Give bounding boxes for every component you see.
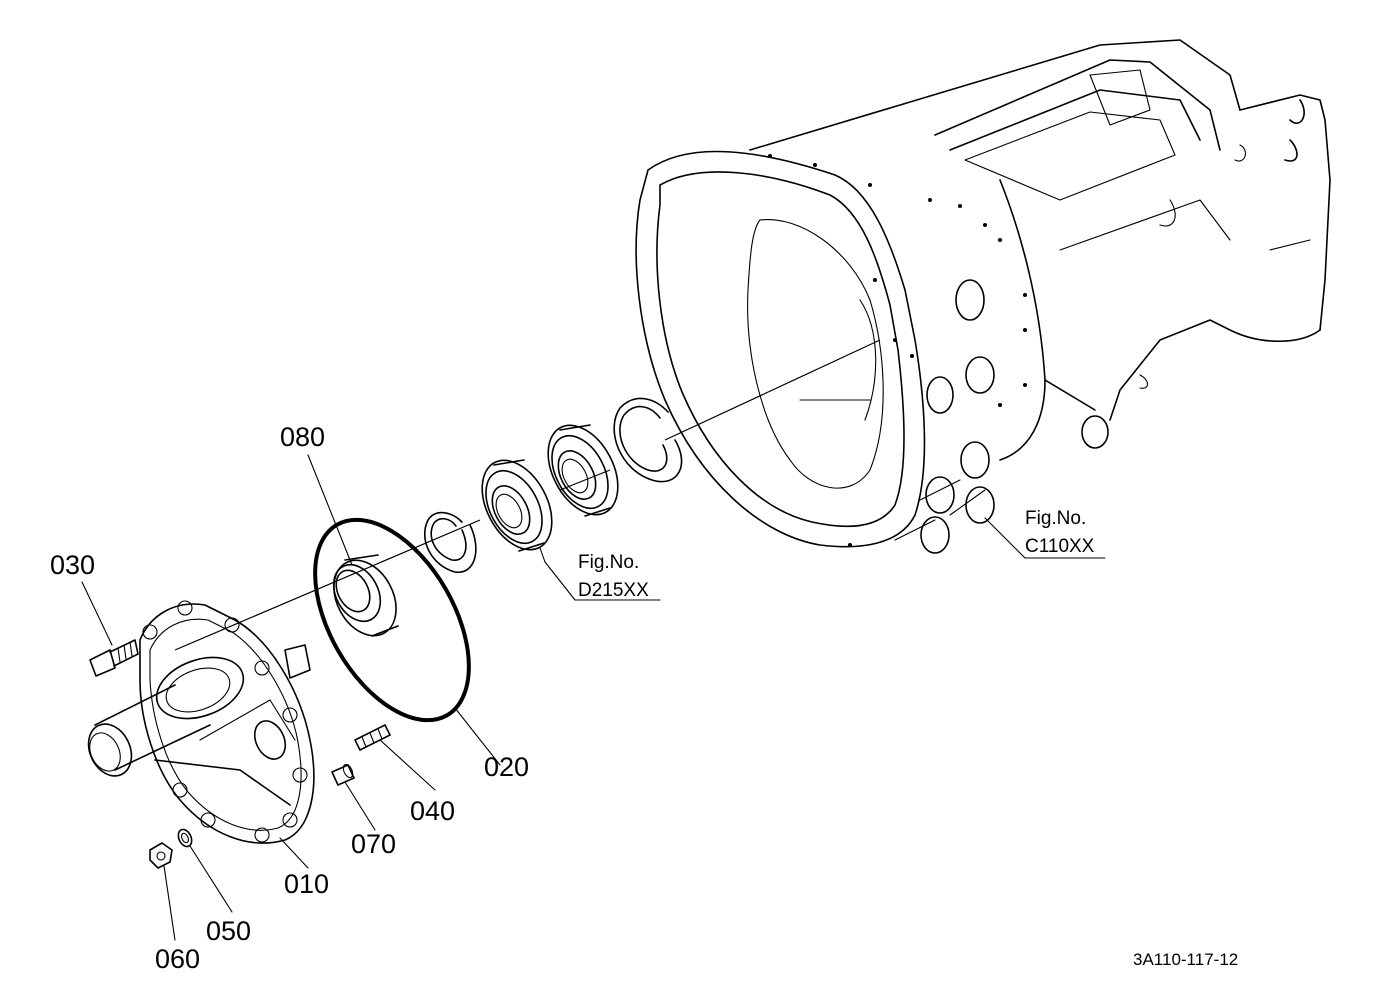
- pin-070: [331, 763, 355, 786]
- oil-seal-080: [332, 554, 399, 637]
- part-label-070: 070: [351, 829, 396, 859]
- assembly-centerline: [174, 339, 881, 651]
- figure-ref-c110[interactable]: Fig.No. C110XX: [1025, 508, 1095, 557]
- figure-ref-d215-code: D215XX: [578, 580, 649, 601]
- part-label-080: 080: [280, 422, 325, 452]
- drawing-code: 3A110-117-12: [1133, 950, 1238, 969]
- part-label-020: 020: [484, 752, 529, 782]
- figure-ref-c110-code: C110XX: [1025, 536, 1095, 557]
- part-label-010: 010: [284, 869, 329, 899]
- figure-ref-d215[interactable]: Fig.No. D215XX: [578, 552, 649, 601]
- bolt-030: [89, 639, 139, 677]
- snap-ring-small: [423, 511, 477, 573]
- part-label-040: 040: [410, 796, 455, 826]
- part-label-030: 030: [50, 550, 95, 580]
- bearing-rear: [547, 424, 619, 517]
- stud-040: [354, 724, 391, 751]
- washer-050: [177, 828, 193, 848]
- figure-ref-d215-prefix: Fig.No.: [578, 552, 639, 573]
- figure-ref-c110-prefix: Fig.No.: [1025, 508, 1086, 529]
- leader-lines: [81, 454, 1106, 941]
- snap-ring-large: [613, 397, 683, 483]
- part-label-060: 060: [155, 944, 200, 974]
- front-cover-010: [87, 600, 315, 844]
- part-label-050: 050: [206, 916, 251, 946]
- bearing-front: [481, 459, 553, 552]
- part-labels: 080 020 030 040 070 010 050 060: [50, 422, 529, 974]
- case-bolt-holes: [768, 154, 1027, 547]
- transmission-case: [635, 39, 1331, 554]
- nut-060: [149, 842, 173, 869]
- o-ring-020: [313, 517, 471, 723]
